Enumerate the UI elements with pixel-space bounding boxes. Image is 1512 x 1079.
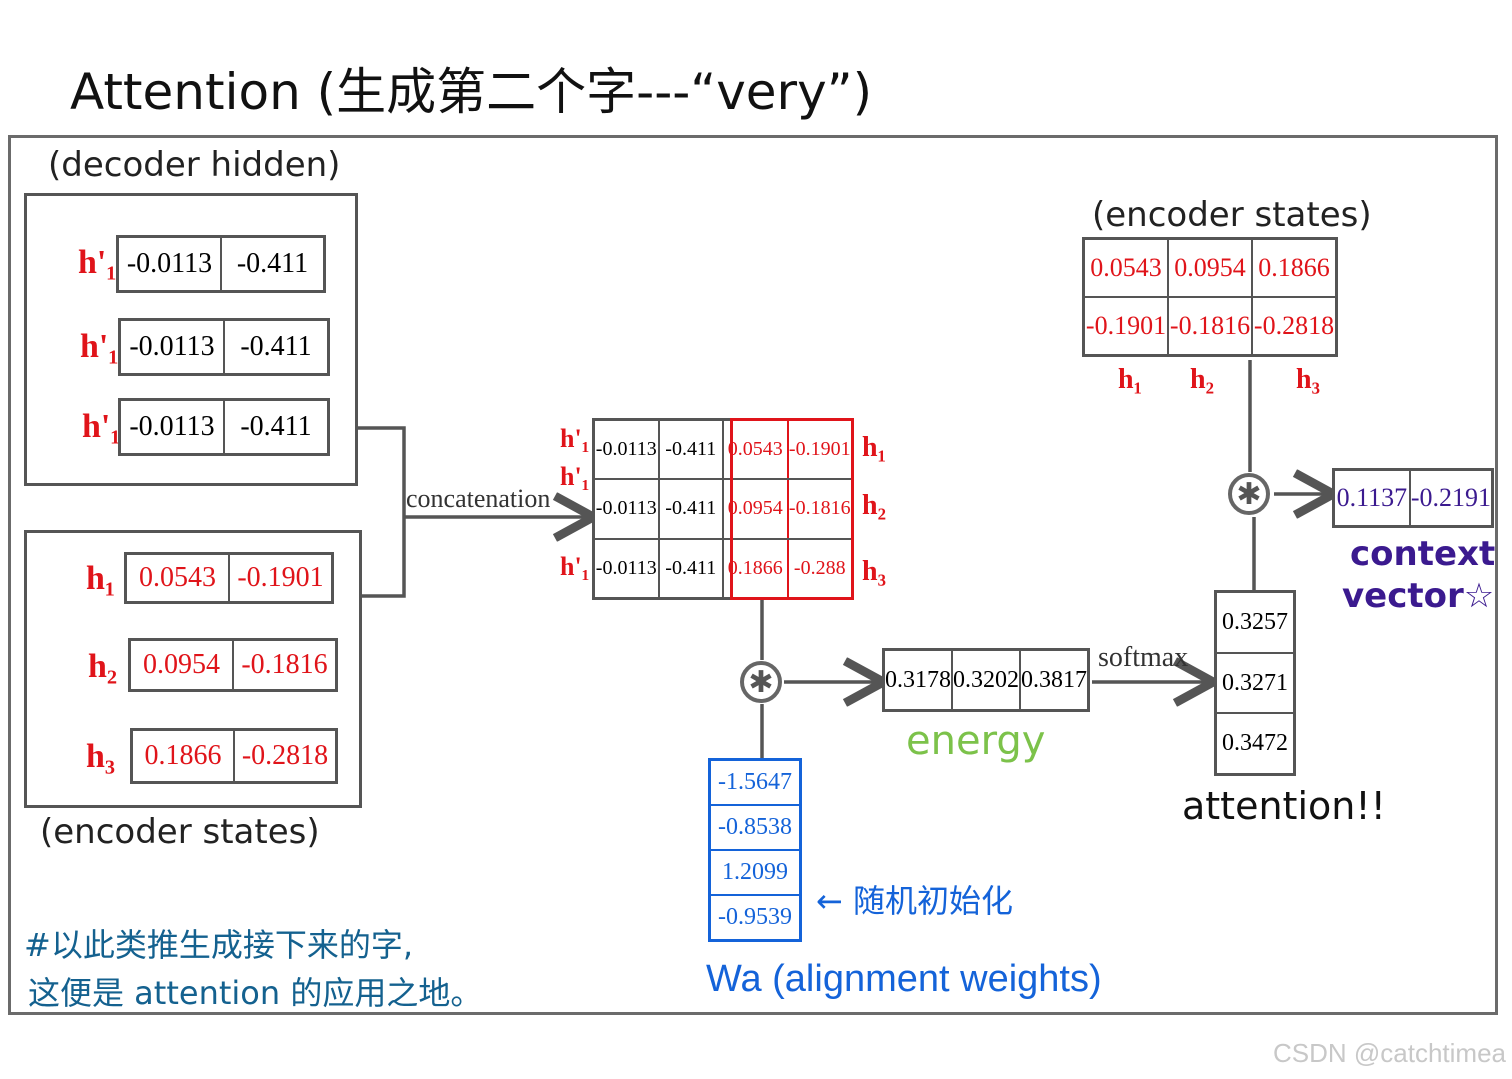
cell: -0.1901 — [1085, 298, 1169, 354]
encoder-row-3: 0.1866 -0.2818 — [130, 728, 338, 784]
cell: -0.1901 — [237, 562, 324, 593]
cell: -0.2818 — [241, 740, 329, 771]
context-label-line2: vector☆ — [1342, 576, 1495, 616]
decoder-row-3-tag: h'₁ — [82, 408, 121, 445]
multiply-operator-2: ✱ — [1228, 473, 1270, 515]
cell: -0.411 — [240, 331, 312, 362]
page-title: Attention (生成第二个字---“very”) — [70, 63, 873, 121]
encoder-top-row: -0.1901 -0.1816 -0.2818 — [1085, 298, 1335, 354]
cell: -0.1816 — [241, 649, 328, 680]
cell: -0.0113 — [121, 401, 225, 453]
cell: -0.411 — [236, 248, 309, 279]
diagram-frame — [8, 135, 1498, 1015]
cell: 0.3202 — [953, 651, 1021, 709]
decoder-row-1: -0.0113 -0.411 — [116, 235, 326, 293]
concatenation-label: concatenation — [406, 484, 551, 513]
decoder-row-3: -0.0113 -0.411 — [118, 398, 330, 456]
cell: -0.411 — [660, 539, 724, 597]
cell: -0.9539 — [718, 904, 792, 930]
encoder-states-group — [24, 530, 362, 808]
encoder-top-row: 0.0543 0.0954 0.1866 — [1085, 240, 1335, 298]
concat-right-tag-2: h₂ — [862, 490, 886, 521]
attention-vector: 0.3257 0.3271 0.3472 — [1214, 590, 1296, 776]
encoder-states-label: (encoder states) — [40, 812, 320, 852]
cell: -0.0113 — [595, 421, 660, 479]
cell: 0.0954 — [131, 641, 234, 689]
concat-encoder-highlight — [730, 418, 854, 600]
weights-label: Wa (alignment weights) — [706, 958, 1102, 1000]
cell: -0.0113 — [119, 238, 222, 290]
encoder-top-tag-2: h₂ — [1190, 364, 1214, 395]
concat-left-tag-2: h'₁ — [560, 462, 590, 491]
attention-label: attention!! — [1182, 784, 1386, 828]
cell: -0.1816 — [788, 497, 851, 520]
cell: 0.1866 — [1258, 253, 1330, 282]
cell: 1.2099 — [711, 851, 799, 896]
cell: 0.1866 — [724, 539, 789, 597]
alignment-weights: -1.5647 -0.8538 1.2099 -0.9539 — [708, 758, 802, 942]
cell: -0.0113 — [595, 539, 660, 597]
cell: 0.3271 — [1217, 654, 1293, 715]
encoder-row-3-tag: h₃ — [86, 738, 116, 775]
cell: 0.3817 — [1021, 666, 1087, 693]
encoder-row-2: 0.0954 -0.1816 — [128, 638, 338, 692]
watermark: CSDN @catchtimea — [1272, 1038, 1506, 1068]
concat-row: -0.0113 -0.411 0.0954 -0.1816 — [595, 480, 851, 540]
cell: -0.0113 — [121, 321, 225, 373]
concat-matrix: -0.0113 -0.411 0.0543 -0.1901 -0.0113 -0… — [592, 418, 854, 600]
cell: 0.0543 — [724, 421, 789, 479]
cell: 0.0543 — [1085, 240, 1169, 296]
decoder-row-1-tag: h'₁ — [78, 244, 117, 281]
cell: -0.411 — [660, 480, 724, 538]
encoder-row-1-tag: h₁ — [86, 560, 116, 597]
footnote-line1: #以此类推生成接下来的字, — [24, 926, 413, 964]
cell: -0.411 — [240, 411, 312, 442]
encoder-row-1: 0.0543 -0.1901 — [124, 552, 334, 604]
cell: 0.0954 — [1169, 240, 1253, 296]
context-vector: 0.1137 -0.2191 — [1332, 468, 1494, 528]
cell: -0.411 — [660, 421, 724, 479]
weights-note: ← 随机初始化 — [816, 882, 1013, 920]
concat-left-tag-1: h'₁ — [560, 424, 590, 453]
decoder-row-2-tag: h'₁ — [80, 328, 119, 365]
encoder-top-tag-1: h₁ — [1118, 364, 1142, 395]
cell: 0.1866 — [133, 731, 235, 781]
cell: -0.0113 — [595, 480, 660, 538]
decoder-to-concat-line — [358, 426, 406, 598]
encoder-row-2-tag: h₂ — [88, 648, 118, 685]
concat-left-tag-3: h'₁ — [560, 552, 590, 581]
cell: 0.0954 — [724, 480, 789, 538]
decoder-row-2: -0.0113 -0.411 — [118, 318, 330, 376]
decoder-hidden-group — [24, 193, 358, 486]
energy-label: energy — [906, 718, 1046, 764]
encoder-states-top-label: (encoder states) — [1092, 195, 1372, 235]
cell: -1.5647 — [711, 761, 799, 806]
cell: -0.288 — [793, 556, 846, 579]
cell: 0.3257 — [1217, 593, 1293, 654]
cell: -0.2818 — [1253, 311, 1335, 340]
cell: -0.2191 — [1410, 483, 1491, 512]
cell: -0.1901 — [788, 438, 851, 461]
cell: -0.1816 — [1169, 298, 1253, 354]
context-label-line1: context — [1350, 534, 1496, 574]
concat-right-tag-1: h₁ — [862, 432, 886, 463]
cell: 0.3472 — [1222, 730, 1288, 757]
encoder-states-top-matrix: 0.0543 0.0954 0.1866 -0.1901 -0.1816 -0.… — [1082, 237, 1338, 357]
cell: 0.1137 — [1335, 471, 1411, 525]
concat-row: -0.0113 -0.411 0.1866 -0.288 — [595, 539, 851, 597]
cell: 0.3178 — [885, 651, 953, 709]
softmax-label: softmax — [1098, 642, 1189, 673]
multiply-operator-1: ✱ — [740, 661, 782, 703]
energy-vector: 0.3178 0.3202 0.3817 — [882, 648, 1090, 712]
cell: 0.0543 — [127, 555, 230, 601]
encoder-top-tag-3: h₃ — [1296, 364, 1320, 395]
footnote-line2: 这便是 attention 的应用之地。 — [28, 974, 483, 1012]
concat-row: -0.0113 -0.411 0.0543 -0.1901 — [595, 421, 851, 481]
concat-right-tag-3: h₃ — [862, 556, 886, 587]
decoder-hidden-label: (decoder hidden) — [48, 145, 341, 185]
cell: -0.8538 — [711, 806, 799, 851]
